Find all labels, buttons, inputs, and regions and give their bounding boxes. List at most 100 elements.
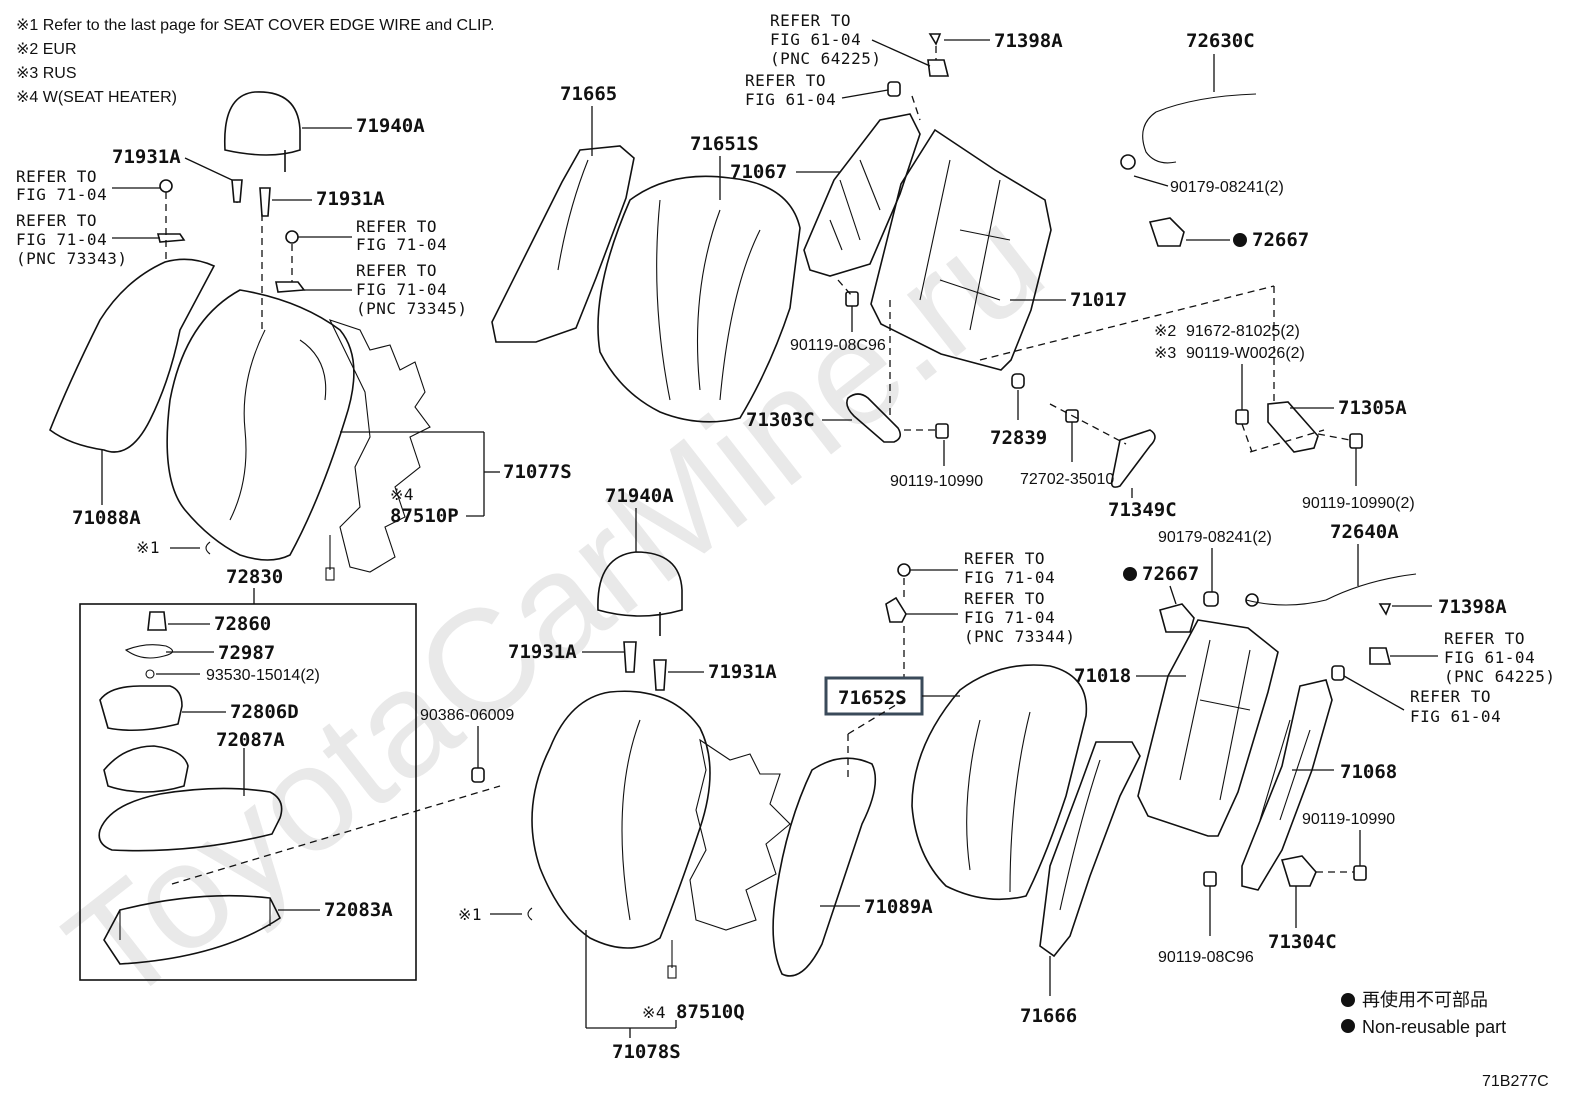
right-seatback-group: REFER TO FIG 71-04 REFER TO FIG 71-04 (P… [772,549,1141,1027]
armrest-assembly-72830: 72830 72860 72987 93530-15014(2) 72806D … [79,566,501,981]
mark1-a: ※1 [136,538,160,557]
headrest-shape [223,91,301,156]
label-71665[interactable]: 71665 [560,83,617,105]
refer-71-c2[interactable]: FIG 71-04 [964,568,1055,587]
label-71089A[interactable]: 71089A [864,896,933,918]
label-71078S[interactable]: 71078S [612,1041,681,1063]
refer-71-d3[interactable]: (PNC 73344) [964,627,1075,646]
armrest-box [79,603,417,981]
panel-71666 [1039,741,1141,958]
label-71931A-b[interactable]: 71931A [316,188,385,210]
label-72839[interactable]: 72839 [990,427,1047,449]
label-72083A[interactable]: 72083A [324,899,393,921]
refer-61-d2[interactable]: FIG 61-04 [1410,707,1501,726]
refer-label-1b[interactable]: FIG 71-04 [16,185,107,204]
center-lower-group: 71940A 71931A 71931A ※1 ※4 87510Q 71078S [458,485,791,1063]
refer-label-2b[interactable]: FIG 71-04 [16,230,107,249]
refer-label-1[interactable]: REFER TO [16,167,97,186]
mark2: ※2 [1154,323,1176,340]
label-71931A-c[interactable]: 71931A [508,641,577,663]
hinge-71305A [1267,401,1319,453]
label-72640A[interactable]: 72640A [1330,521,1399,543]
mark1-b: ※1 [458,905,482,924]
refer-71-d[interactable]: REFER TO [964,589,1045,608]
label-87510P[interactable]: 87510P [390,505,459,527]
label-71398A-a[interactable]: 71398A [994,30,1063,52]
label-71940A-b[interactable]: 71940A [605,485,674,507]
refer-61-c2[interactable]: FIG 61-04 [1444,648,1535,667]
note-2: ※2 EUR [16,41,77,58]
label-71067[interactable]: 71067 [730,161,787,183]
label-72830[interactable]: 72830 [226,566,283,588]
refer-label-4b[interactable]: FIG 71-04 [356,280,447,299]
refer-label-4[interactable]: REFER TO [356,261,437,280]
label-71304C[interactable]: 71304C [1268,931,1337,953]
cover-71349C [1110,429,1156,488]
label-71931A-d[interactable]: 71931A [708,661,777,683]
refer-61-d[interactable]: REFER TO [1410,687,1491,706]
label-90119-08C96-a[interactable]: 90119-08C96 [790,337,886,354]
label-71666[interactable]: 71666 [1020,1005,1077,1027]
label-71017[interactable]: 71017 [1070,289,1127,311]
mark3: ※3 [1154,345,1176,362]
label-71651S[interactable]: 71651S [690,133,759,155]
label-72806D[interactable]: 72806D [230,701,299,723]
label-90179-a[interactable]: 90179-08241(2) [1170,179,1284,196]
refer-label-2c[interactable]: (PNC 73343) [16,249,127,268]
refer-label-3[interactable]: REFER TO [356,217,437,236]
label-71303C[interactable]: 71303C [746,409,815,431]
label-90386[interactable]: 90386-06009 [420,707,514,724]
refer-71-d2[interactable]: FIG 71-04 [964,608,1055,627]
refer-61-c3[interactable]: (PNC 64225) [1444,667,1555,686]
label-71940A[interactable]: 71940A [356,115,425,137]
label-72630C[interactable]: 72630C [1186,30,1255,52]
label-93530[interactable]: 93530-15014(2) [206,667,320,684]
label-72667-b[interactable]: 72667 [1142,563,1199,585]
label-87510Q[interactable]: 87510Q [676,1001,745,1023]
refer-label-2[interactable]: REFER TO [16,211,97,230]
highlight-box-71652S[interactable] [824,676,924,716]
pad-71089A [772,757,877,977]
refer-61-b2[interactable]: FIG 61-04 [745,90,836,109]
hinge-parts: 71303C 90119-10990 72839 72702-35010 713… [746,300,1177,521]
label-71068[interactable]: 71068 [1340,761,1397,783]
label-71018[interactable]: 71018 [1074,665,1131,687]
label-71077S[interactable]: 71077S [503,461,572,483]
label-72987[interactable]: 72987 [218,642,275,664]
label-71398A-b[interactable]: 71398A [1438,596,1507,618]
refer-71-c[interactable]: REFER TO [964,549,1045,568]
frame-71017 [870,128,1052,371]
label-71349C[interactable]: 71349C [1108,499,1177,521]
label-71931A-a[interactable]: 71931A [112,146,181,168]
label-90119-10990-2[interactable]: 90119-10990(2) [1302,495,1415,512]
label-71088A[interactable]: 71088A [72,507,141,529]
label-90119-W0026[interactable]: 90119-W0026(2) [1186,345,1305,362]
seatback-cover-71077S [166,289,355,561]
refer-61-b[interactable]: REFER TO [745,71,826,90]
label-90119-10990-a[interactable]: 90119-10990 [890,473,983,490]
refer-61-a[interactable]: REFER TO [770,11,851,30]
label-90119-10990-b[interactable]: 90119-10990 [1302,811,1395,828]
refer-61-a3[interactable]: (PNC 64225) [770,49,881,68]
mark4-b: ※4 [642,1003,666,1022]
part-90386-06009: 90386-06009 [420,707,514,783]
heater-mat-87510Q [689,738,791,931]
cable-72640A [1245,573,1417,606]
label-71652S[interactable]: 71652S [838,687,907,709]
label-72702[interactable]: 72702-35010 [1020,471,1114,488]
label-71305A[interactable]: 71305A [1338,397,1407,419]
refer-61-a2[interactable]: FIG 61-04 [770,30,861,49]
label-72667-a[interactable]: 72667 [1252,229,1309,251]
label-72087A[interactable]: 72087A [216,729,285,751]
refer-label-4c[interactable]: (PNC 73345) [356,299,467,318]
label-91672[interactable]: 91672-81025(2) [1186,323,1300,340]
seatback-cover-71078S [531,690,711,949]
label-90119-08C96-b[interactable]: 90119-08C96 [1158,949,1254,966]
label-72860[interactable]: 72860 [214,613,271,635]
hinge-71303C [846,393,902,443]
note-1: ※1 Refer to the last page for SEAT COVER… [16,17,495,34]
armrest-base-72083A [103,894,282,965]
label-90179-b[interactable]: 90179-08241(2) [1158,529,1272,546]
refer-label-3b[interactable]: FIG 71-04 [356,235,447,254]
refer-61-c[interactable]: REFER TO [1444,629,1525,648]
